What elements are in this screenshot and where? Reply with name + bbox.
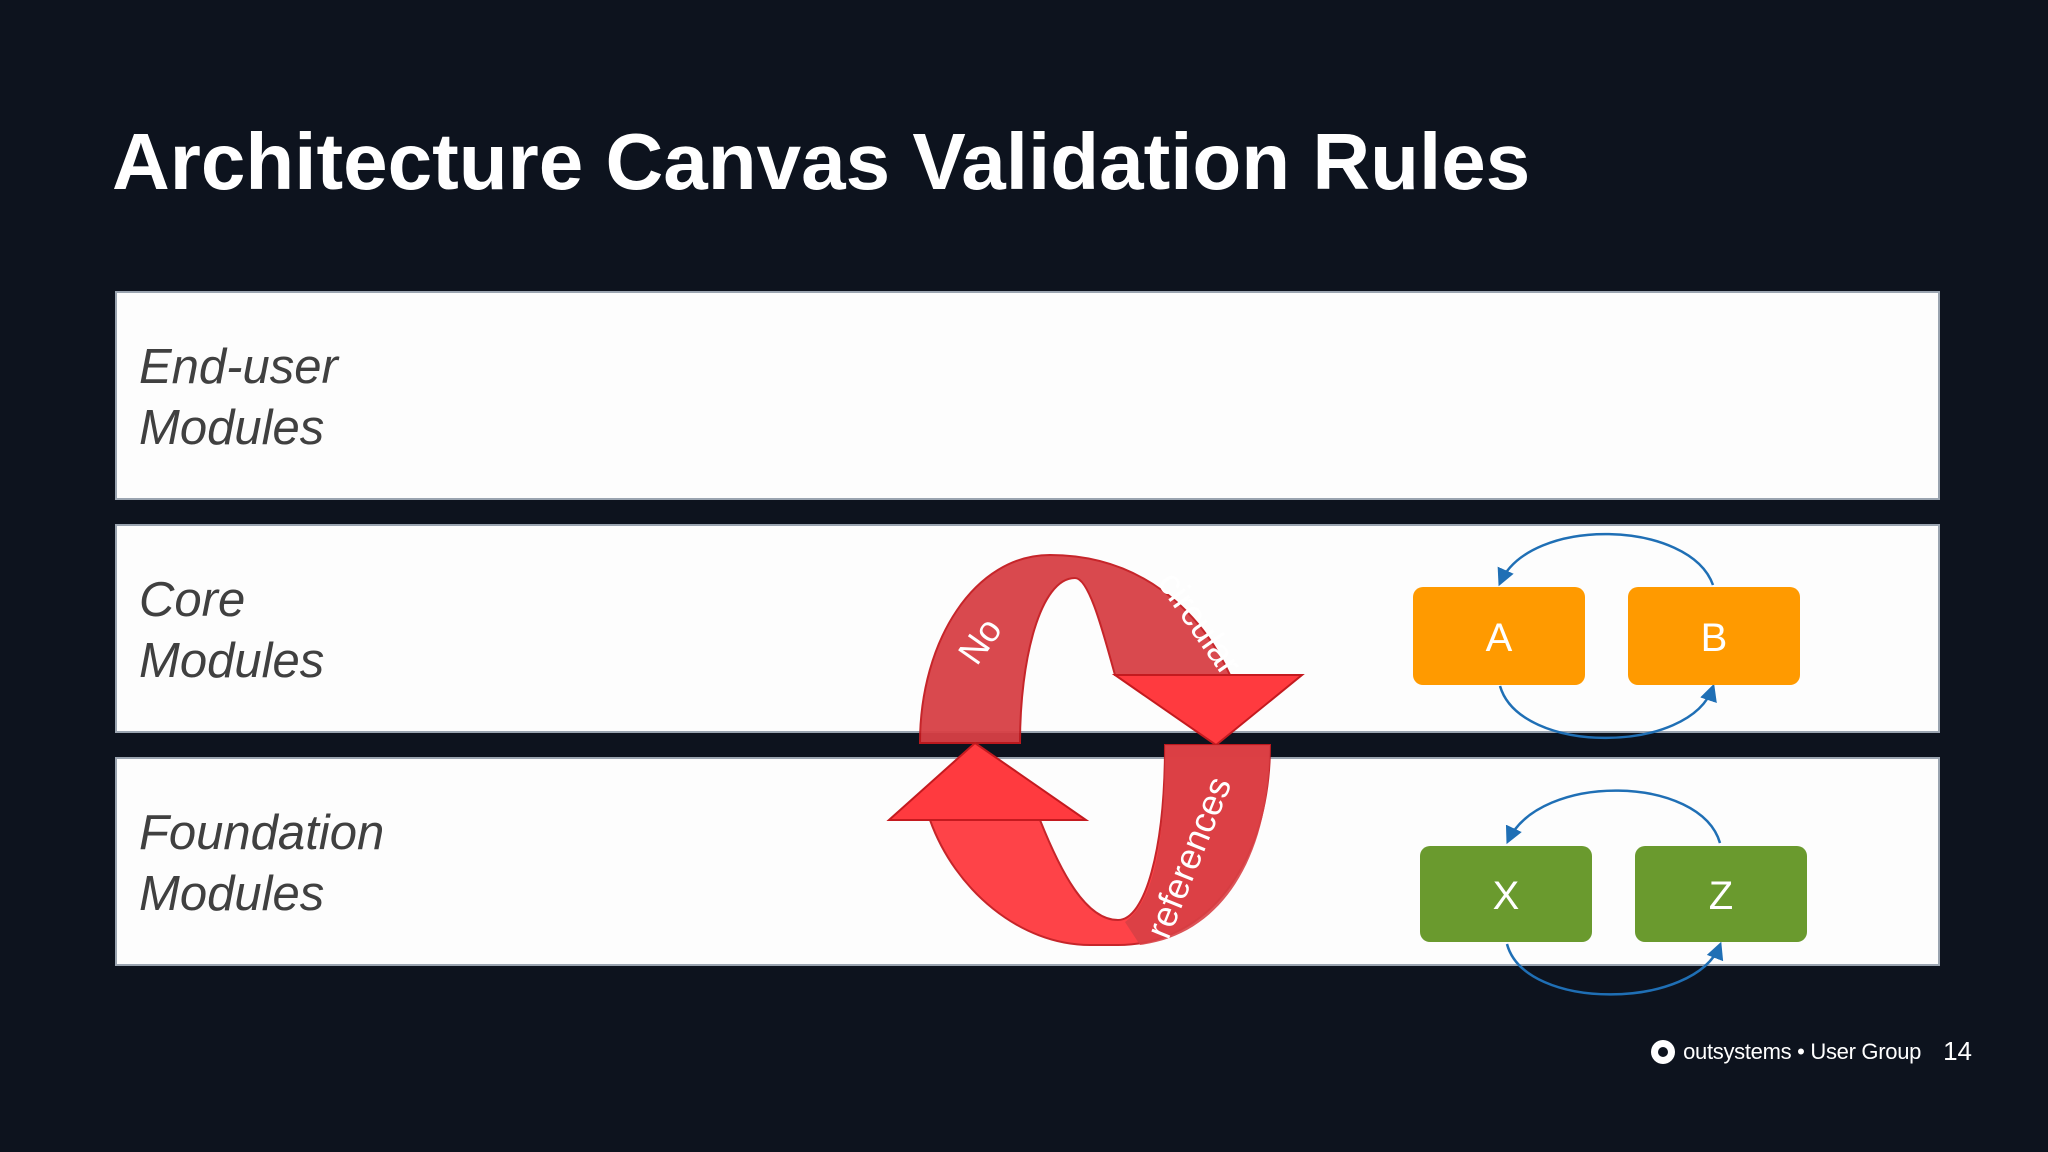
layer-label-foundation-line2: Modules <box>139 867 325 921</box>
footer: outsystems • User Group 14 <box>1651 1036 1972 1067</box>
layer-label-end-user: End-user Modules <box>139 337 539 459</box>
footer-brand: outsystems • User Group <box>1683 1038 1922 1064</box>
layer-label-core-line2: Modules <box>139 634 325 688</box>
layer-end-user: End-user Modules <box>115 291 1940 500</box>
page-number: 14 <box>1943 1036 1972 1066</box>
layer-core: Core Modules <box>115 524 1940 733</box>
layer-label-foundation-line1: Foundation <box>139 806 385 860</box>
layer-foundation: Foundation Modules <box>115 757 1940 966</box>
slide-title: Architecture Canvas Validation Rules <box>112 117 1531 206</box>
layer-label-foundation: Foundation Modules <box>139 803 539 925</box>
layer-label-end-user-line2: Modules <box>139 401 325 455</box>
layer-label-end-user-line1: End-user <box>139 340 338 394</box>
outsystems-logo-icon <box>1651 1039 1676 1064</box>
layer-label-core: Core Modules <box>139 570 539 692</box>
layer-label-core-line1: Core <box>139 573 246 627</box>
